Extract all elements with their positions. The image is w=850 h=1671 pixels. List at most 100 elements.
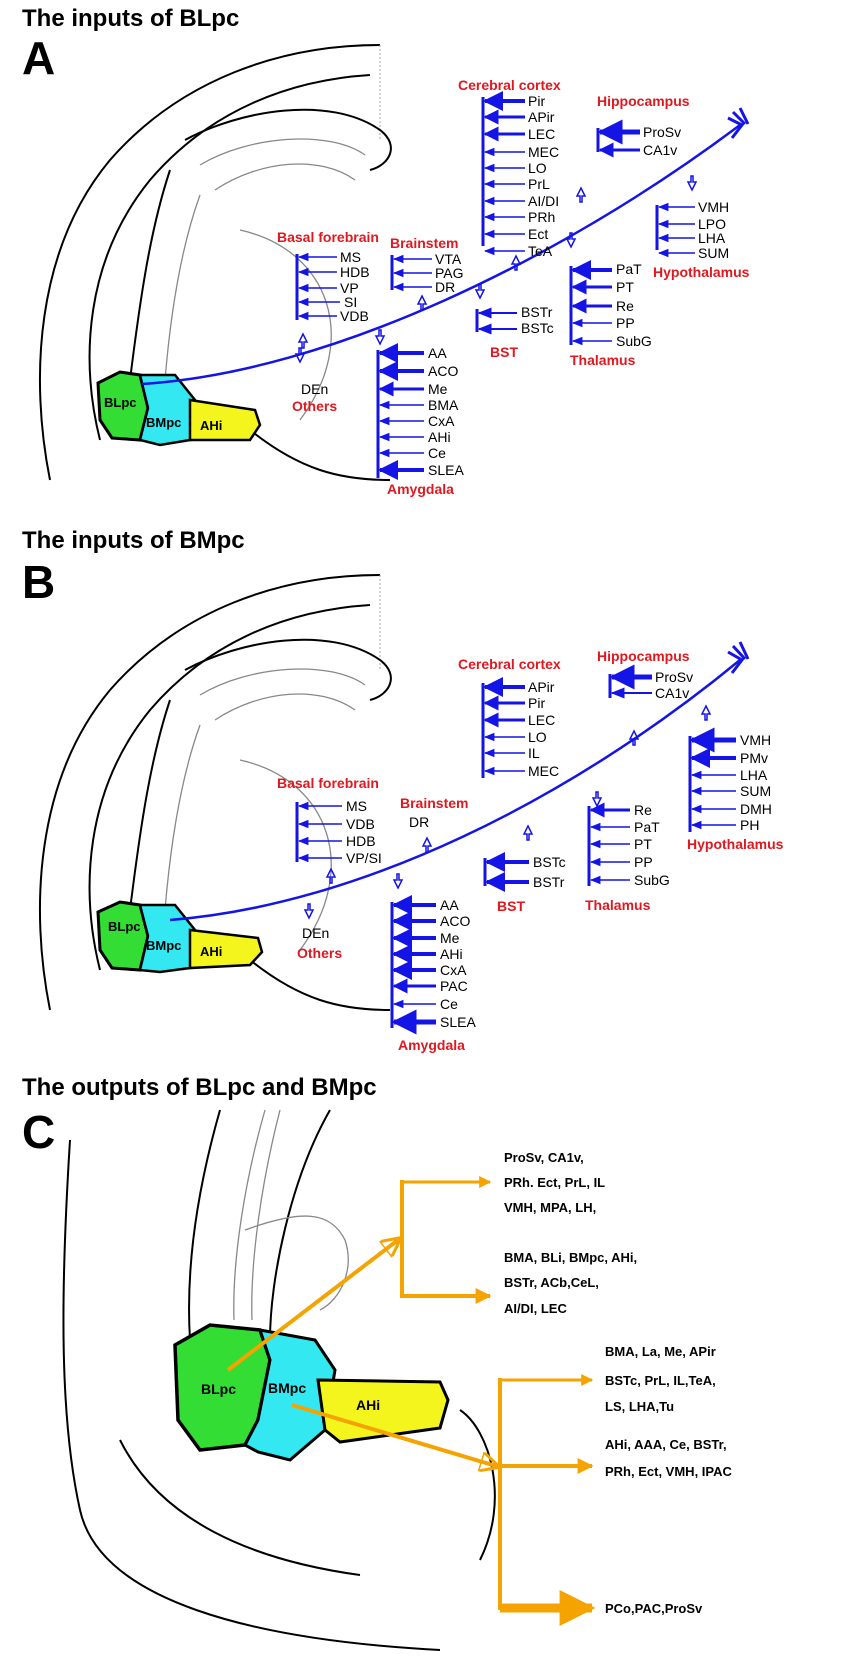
thalamus-item: Re xyxy=(616,298,634,314)
cortex-item: LO xyxy=(528,729,547,745)
amygdala-item: ACO xyxy=(440,913,470,929)
input-pathway-arrow xyxy=(141,123,741,386)
bmpc-target-line: PCo,PAC,ProSv xyxy=(605,1601,703,1616)
amygdala-item: AHi xyxy=(428,429,451,445)
brainstem-item: DR xyxy=(435,279,455,295)
thalamus-item: SubG xyxy=(634,872,670,888)
convergence-markers xyxy=(303,704,712,920)
thalamus-item: PaT xyxy=(616,261,642,277)
bst-group-label: BST xyxy=(497,898,525,914)
hypothalamus-item: LHA xyxy=(698,230,726,246)
forebrain-item: VDB xyxy=(346,816,375,832)
thalamus-item: PP xyxy=(616,315,635,331)
amygdala-item: PAC xyxy=(440,978,468,994)
blpc-target-line: VMH, MPA, LH, xyxy=(504,1200,596,1215)
amygdala-group-label: Amygdala xyxy=(398,1037,465,1053)
blpc-label: BLpc xyxy=(108,919,141,934)
ahi-region xyxy=(188,398,262,442)
bst-item: BSTc xyxy=(521,320,554,336)
hippocampus-item: ProSv xyxy=(643,124,681,140)
panel-b: The inputs of BMpc B BLpc BMpc AHi Cereb… xyxy=(22,527,784,1053)
thalamus-item: PP xyxy=(634,854,653,870)
blpc-label: BLpc xyxy=(104,395,137,410)
bmpc-region xyxy=(138,903,197,974)
thalamus-group-label: Thalamus xyxy=(570,352,636,368)
blpc-target-line: BMA, BLi, BMpc, AHi, xyxy=(504,1250,637,1265)
bmpc-region xyxy=(138,373,197,447)
bst-group-label: BST xyxy=(490,344,518,360)
bmpc-target-line: BMA, La, Me, APir xyxy=(605,1344,716,1359)
ahi-label: AHi xyxy=(356,1397,380,1413)
thalamus-item: PT xyxy=(634,836,652,852)
bst-item: BSTc xyxy=(533,854,566,870)
panel-a-letter: A xyxy=(22,32,55,84)
forebrain-group-label: Basal forebrain xyxy=(277,775,379,791)
amygdala-item: Ce xyxy=(428,445,446,461)
amygdala-item: Me xyxy=(428,381,448,397)
bst-item: BSTr xyxy=(533,874,565,890)
bmpc-target-line: LS, LHA,Tu xyxy=(605,1399,674,1414)
brain-section-outline xyxy=(38,44,392,481)
hippocampus-group-label: Hippocampus xyxy=(597,93,690,109)
hypothalamus-item: PMv xyxy=(740,750,768,766)
amygdala-item: SLEA xyxy=(428,462,464,478)
cortex-item: Ect xyxy=(528,226,548,242)
others-item: DEn xyxy=(302,925,329,941)
amygdala-item: SLEA xyxy=(440,1014,476,1030)
cortex-item: PrL xyxy=(528,176,550,192)
thalamus-item: SubG xyxy=(616,333,652,349)
cortex-item: LEC xyxy=(528,712,555,728)
panel-b-letter: B xyxy=(22,556,55,608)
amygdala-group-label: Amygdala xyxy=(387,481,454,497)
hypothalamus-group-label: Hypothalamus xyxy=(653,264,750,280)
hypothalamus-item: DMH xyxy=(740,801,772,817)
hippocampus-item: ProSv xyxy=(655,669,693,685)
brainstem-group-label: Brainstem xyxy=(390,235,458,251)
forebrain-item: MS xyxy=(346,798,367,814)
amygdala-item: CxA xyxy=(440,962,467,978)
thalamus-group-label: Thalamus xyxy=(585,897,651,913)
hypothalamus-item: SUM xyxy=(740,783,771,799)
thalamus-item: Re xyxy=(634,802,652,818)
cortex-item: MEC xyxy=(528,763,559,779)
cortex-group-label: Cerebral cortex xyxy=(458,77,561,93)
panel-c-letter: C xyxy=(22,1106,55,1158)
forebrain-item: SI xyxy=(344,294,357,310)
amygdala-item: Me xyxy=(440,930,460,946)
bmpc-label: BMpc xyxy=(146,938,181,953)
amygdala-item: ACO xyxy=(428,363,458,379)
bmpc-target-line: BSTc, PrL, IL,TeA, xyxy=(605,1373,716,1388)
panel-c: The outputs of BLpc and BMpc C BLpc BMpc… xyxy=(22,1074,732,1651)
cortex-item: LEC xyxy=(528,126,555,142)
hypothalamus-item: SUM xyxy=(698,245,729,261)
brainstem-item: PAG xyxy=(435,265,464,281)
bmpc-label: BMpc xyxy=(268,1380,306,1396)
hypothalamus-item: VMH xyxy=(740,732,771,748)
hypothalamus-item: PH xyxy=(740,817,759,833)
cortex-item: Pir xyxy=(528,93,545,109)
bmpc-target-line: PRh, Ect, VMH, IPAC xyxy=(605,1464,732,1479)
others-item: DEn xyxy=(301,381,328,397)
ahi-label: AHi xyxy=(200,418,222,433)
cortex-group-label: Cerebral cortex xyxy=(458,656,561,672)
cortex-item: AI/DI xyxy=(528,193,559,209)
blpc-label: BLpc xyxy=(201,1381,236,1397)
hypothalamus-group-label: Hypothalamus xyxy=(687,836,784,852)
amygdala-item: AHi xyxy=(440,946,463,962)
cortex-item: IL xyxy=(528,745,540,761)
cortex-item: APir xyxy=(528,679,555,695)
brainstem-item: VTA xyxy=(435,251,462,267)
ahi-region xyxy=(188,928,264,970)
amygdala-item: CxA xyxy=(428,413,455,429)
panel-a-title: The inputs of BLpc xyxy=(22,5,239,32)
thalamus-item: PT xyxy=(616,279,634,295)
amygdala-item: AA xyxy=(440,897,459,913)
cortex-list: Pir APir LEC MEC LO PrL AI/DI PRh Ect Te… xyxy=(483,91,559,259)
thalamus-item: PaT xyxy=(634,819,660,835)
amygdala-item: Ce xyxy=(440,996,458,1012)
brainstem-item: DR xyxy=(409,814,429,830)
ahi-label: AHi xyxy=(200,944,222,959)
convergence-markers xyxy=(294,175,698,364)
hippocampus-item: CA1v xyxy=(655,685,689,701)
forebrain-item: MS xyxy=(340,249,361,265)
